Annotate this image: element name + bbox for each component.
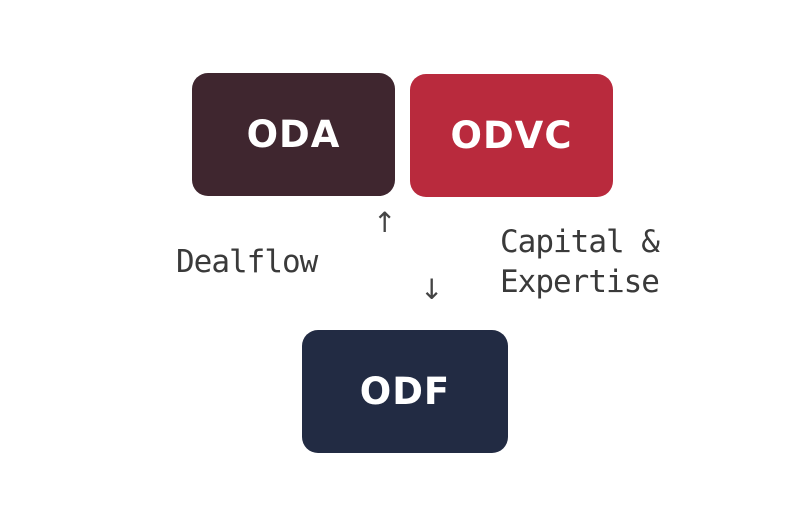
oda-label: ODA <box>246 113 341 156</box>
arrow-down-icon: ↓ <box>420 273 444 306</box>
dealflow-label: Dealflow <box>176 244 318 280</box>
odvc-node: ODVC <box>410 74 613 197</box>
capital-label-line1: Capital & <box>500 224 660 260</box>
odf-node: ODF <box>302 330 508 453</box>
arrow-up-icon: ↑ <box>373 206 397 239</box>
capital-expertise-label: Capital & Expertise <box>500 222 660 302</box>
capital-label-line2: Expertise <box>500 264 660 300</box>
odvc-label: ODVC <box>450 114 573 157</box>
oda-node: ODA <box>192 73 395 196</box>
odf-label: ODF <box>359 370 451 413</box>
